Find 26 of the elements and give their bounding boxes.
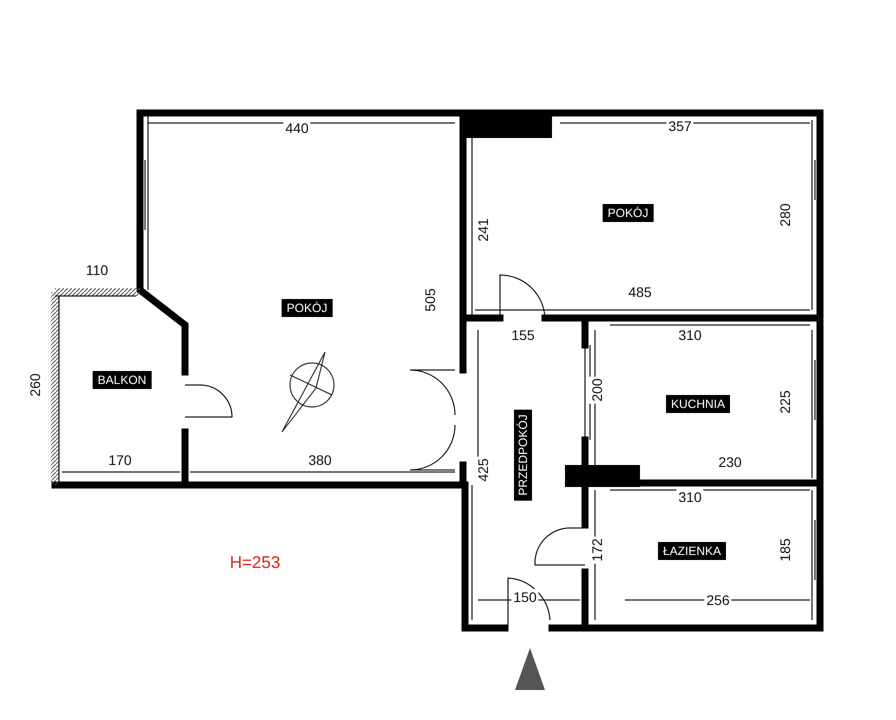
dimension-label: 200: [589, 376, 605, 404]
dimension-label: 256: [704, 592, 732, 608]
dimension-label: 241: [475, 216, 491, 244]
dimension-label: 425: [475, 456, 491, 484]
dimension-label: 485: [626, 284, 654, 300]
dimension-label: 230: [716, 454, 744, 470]
room-label: PRZEDPOKÓJ: [514, 409, 532, 501]
dimension-label: 150: [511, 589, 539, 605]
dimension-label: 170: [106, 452, 134, 468]
dimension-label: 225: [777, 388, 793, 416]
dimension-label: 172: [589, 536, 605, 564]
dimension-label: 260: [27, 371, 43, 399]
dimension-label: 280: [777, 201, 793, 229]
dimension-label: 310: [676, 489, 704, 505]
dimension-label: 310: [676, 327, 704, 343]
room-label: BALKON: [92, 371, 152, 389]
dimension-label: 505: [422, 286, 438, 314]
dimension-label: 357: [666, 118, 694, 134]
room-label: POKÓJ: [602, 204, 654, 222]
dimension-label: 110: [84, 262, 110, 278]
dimension-label: 440: [283, 120, 311, 136]
room-label: ŁAZIENKA: [658, 542, 726, 560]
room-label: KUCHNIA: [666, 395, 730, 413]
dimension-label: 155: [509, 327, 537, 343]
dimension-label: 380: [306, 452, 334, 468]
room-label: POKÓJ: [282, 299, 332, 317]
